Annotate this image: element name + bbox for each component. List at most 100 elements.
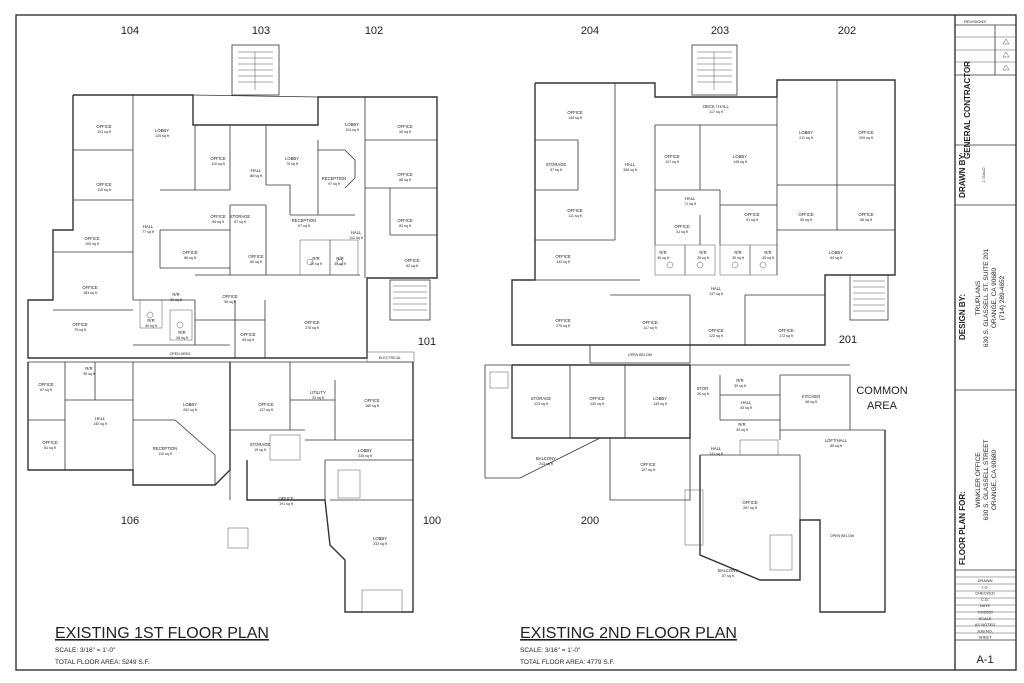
floor2-restroom-name: R/R [734,250,741,255]
floor2-unit-label: 201 [839,334,857,346]
floor2-room-name: KITCHEN [802,394,820,399]
floor2-room-size: 117 sq ft [709,110,723,114]
floor1-room-name: STORAGE [250,442,271,447]
floor2-room-name: STORAGE [546,162,567,167]
floor1-room-name: OFFICE [210,214,226,219]
floor2-restroom-size: 30 sq ft [734,384,746,388]
floor1-unit-label: 102 [365,25,383,37]
floor1-room-size: 80 sq ft [250,260,262,264]
floor1-unit-label: 100 [423,515,441,527]
floor2-room-name: OFFICE [589,396,605,401]
floor1-room-size: 33 sq ft [312,396,324,400]
floor1-unit-label: 103 [252,25,270,37]
floor2-unit-label: 203 [711,25,729,37]
floor1-room-size: 180 sq ft [365,404,379,408]
floor1-walls [27,44,438,613]
floor2-room-name: HALL [685,196,696,201]
floor1-room-name: HALL [351,230,362,235]
floor2-open-below-note: OPEN BELOW [628,353,653,357]
floor1-room-size: 70 sq ft [286,162,298,166]
common-area-label-1: COMMON [856,385,907,397]
floor1-room-name: RECEPTION [292,218,316,223]
floor2-restroom-name: R/R [764,250,771,255]
floor1-room-name: LOBBY [345,122,359,127]
floor2-room-size: 243 sq ft [539,462,553,466]
floor2-room-name: OFFICE [708,328,724,333]
floor1-room-size: 235 sq ft [358,454,372,458]
floor2-room-size: 131 sq ft [709,452,723,456]
floor1-room-name: OFFICE [84,236,100,241]
floor1-room-size: 97 sq ft [328,182,340,186]
floor1-room-name: RECEPTION [322,176,346,181]
floor2-room-name: OFFICE [664,154,680,159]
designer-info-line: (714) 289-4652 [999,275,1006,320]
floor1-room-size: 19 sq ft [254,448,266,452]
floor1-restroom-name: R/R [85,366,92,371]
floor2-room-size: 172 sq ft [779,334,793,338]
floor1-restroom-name: R/R [147,318,154,323]
floor1-unit-label: 106 [121,515,139,527]
floor1-room-size: 103 sq ft [97,130,111,134]
drawn-by-name: J. GALO [981,167,986,182]
floor1-room-size: 67 sq ft [40,388,52,392]
floor1-room-size: 100 sq ft [85,242,99,246]
revisions-header: REVISIONS [964,19,986,24]
sheet-border [15,14,1017,671]
floor-plan-for-label: FLOOR PLAN FOR: [958,491,967,565]
floor2-unit-label: 204 [581,25,599,37]
floor2-room-name: OFFICE [674,224,690,229]
floor2-room-size: 45 sq ft [740,406,752,410]
floor1-room-name: OFFICE [397,218,413,223]
floor1-room-size: 88 sq ft [399,178,411,182]
title-block [954,15,1016,670]
title-block-info-row: SCALE [978,616,991,621]
floor1-room-name: LOBBY [183,402,197,407]
floor2-restroom-size: 39 sq ft [736,428,748,432]
floor1-room-size: 84 sq ft [212,220,224,224]
floor1-open-area-note: OPEN AREA [170,352,191,356]
floor2-room-size: 137 sq ft [709,292,723,296]
floor1-electrical-note: ELECTRICAL [379,356,401,360]
floor2-restroom-name: R/R [736,378,743,383]
floor1-room-name: LOBBY [373,536,387,541]
client-info-line: WINKLER OFFICE [975,452,982,508]
title-block-info-row: C.D. [981,597,989,602]
floor1-room-name: OFFICE [72,322,88,327]
client-info-line: 630 S. GLASSELL STREET [983,439,990,520]
floor1-room-size: 124 sq ft [345,128,359,132]
floor1-room-name: OFFICE [42,440,58,445]
floor1-room-name: UTILITY [310,390,326,395]
floor1-room-name: STORAGE [230,214,251,219]
floor1-restroom-name: R/R [336,256,343,261]
floor2-restroom-name: R/R [699,250,706,255]
floor1-unit-label: 104 [121,25,139,37]
floor2-room-name: LOBBY [799,130,813,135]
floor1-restroom-size: 30 sq ft [310,262,322,266]
floor2-room-name: HALL [625,162,636,167]
floor2-room-size: 117 sq ft [643,326,657,330]
drawn-by-label: DRAWN BY: [958,152,967,198]
floor2-room-name: OFFICE [640,462,656,467]
floor2-restroom-size: 30 sq ft [762,256,774,260]
floor2-room-size: 57 sq ft [550,168,562,172]
floor1-room-name: OFFICE [304,320,320,325]
floor1-unit-label: 101 [418,336,436,348]
floor2-room-size: 41 sq ft [676,230,688,234]
title-block-info-row: JOB NO. [977,628,993,633]
floor1-room-name: OFFICE [240,332,256,337]
floor1-restroom-name: R/R [312,256,319,261]
floor1-room-size: 140 sq ft [93,422,107,426]
floor2-room-name: DECK / HALL [703,104,729,109]
floor1-room-size: 81 sq ft [44,446,56,450]
floor1-room-name: OFFICE [397,124,413,129]
floor2-plan-scale: SCALE: 3/16" = 1'-0" [520,647,581,654]
floor1-room-name: OFFICE [278,496,294,501]
floor2-restroom-size: 30 sq ft [732,256,744,260]
floor1-room-size: 112 sq ft [349,236,363,240]
floor1-restroom-size: 40 sq ft [145,324,157,328]
floor2-room-name: OFFICE [555,254,571,259]
floor1-restroom-name: R/R [172,292,179,297]
floor1-plan-title: EXISTING 1ST FLOOR PLAN [55,625,269,642]
